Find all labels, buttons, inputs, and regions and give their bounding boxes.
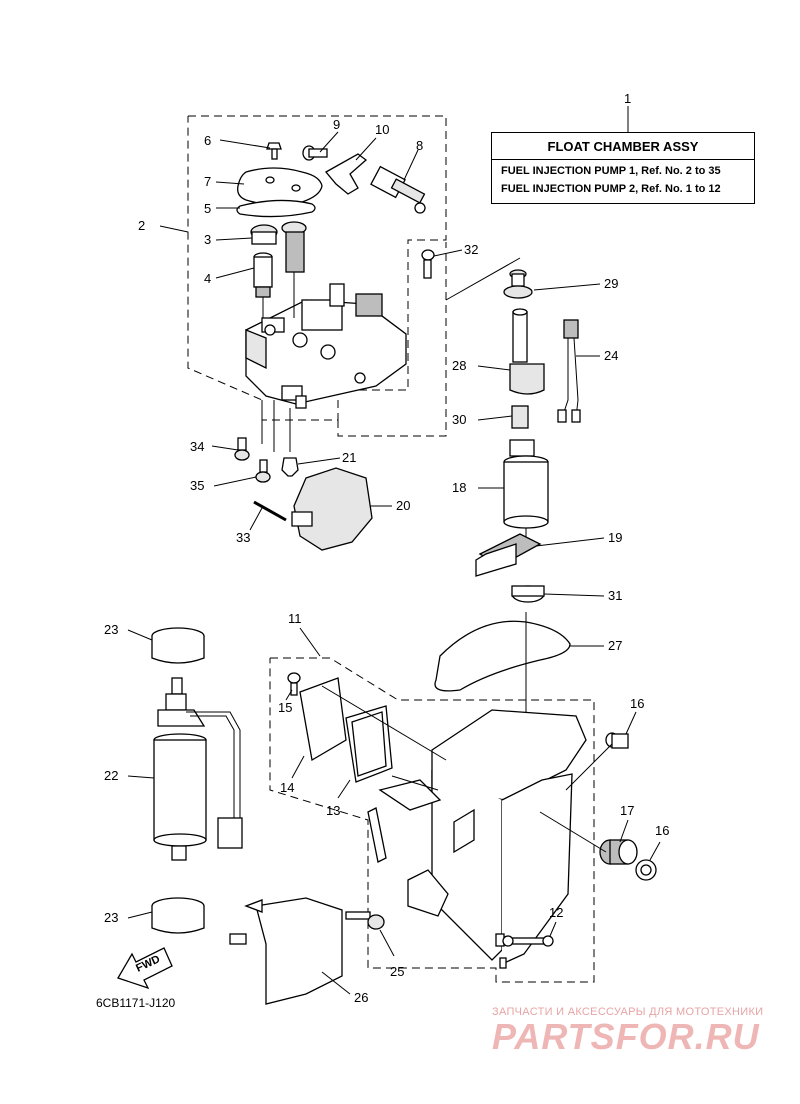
callout-29: 29 — [604, 276, 618, 291]
callout-10: 10 — [375, 122, 389, 137]
callout-27: 27 — [608, 638, 622, 653]
callout-12: 12 — [549, 905, 563, 920]
label-box-line-1: FUEL INJECTION PUMP 1, Ref. No. 2 to 35 — [501, 165, 721, 177]
subassembly-outline-11 — [269, 657, 595, 983]
label-box-divider — [492, 159, 754, 160]
part-12-screw — [502, 935, 554, 947]
part-3-filters — [250, 221, 307, 273]
part-16-grommet-lower — [635, 859, 657, 881]
callout-16-lower: 16 — [655, 823, 669, 838]
callout-34: 34 — [190, 439, 204, 454]
part-26-bracket — [229, 897, 343, 1005]
callout-23-upper: 23 — [104, 622, 118, 637]
callout-13: 13 — [326, 803, 340, 818]
callout-26: 26 — [354, 990, 368, 1005]
callout-23-lower: 23 — [104, 910, 118, 925]
callout-31: 31 — [608, 588, 622, 603]
callout-18: 18 — [452, 480, 466, 495]
callout-28: 28 — [452, 358, 466, 373]
part-9-bolt — [302, 145, 328, 161]
callout-leaders — [127, 106, 661, 995]
callout-1: 1 — [624, 91, 631, 106]
part-27-gasket — [434, 620, 571, 692]
part-19-strainer — [475, 533, 542, 577]
part-20-bracket — [291, 467, 373, 551]
part-21-nipple — [281, 457, 299, 477]
callout-8: 8 — [416, 138, 423, 153]
watermark-tagline: ЗАПЧАСТИ И АКСЕССУАРЫ ДЛЯ МОТОТЕХНИКИ — [492, 1006, 764, 1018]
part-25-bolt — [345, 911, 385, 930]
callout-9: 9 — [333, 117, 340, 132]
callout-24: 24 — [604, 348, 618, 363]
callout-5: 5 — [204, 201, 211, 216]
label-box-title: FLOAT CHAMBER ASSY — [547, 139, 699, 154]
callout-25: 25 — [390, 964, 404, 979]
part-5-gasket — [236, 199, 316, 218]
part-33-pin — [253, 500, 287, 522]
subassembly-outline-fuel-pump — [337, 242, 521, 437]
diagram-code: 6CB1171-J120 — [96, 996, 176, 1010]
callout-3: 3 — [204, 232, 211, 247]
part-23-ring-lower — [151, 897, 205, 934]
part-23-ring-upper — [151, 627, 205, 664]
callout-numbers: 1 2 3 4 5 6 7 8 9 10 11 12 13 14 15 16 1… — [104, 91, 669, 1005]
part-14-plate — [299, 677, 347, 762]
part-8-sensor — [370, 165, 426, 214]
callout-33: 33 — [236, 530, 250, 545]
callout-16-upper: 16 — [630, 696, 644, 711]
label-box-line-2: FUEL INJECTION PUMP 2, Ref. No. 1 to 12 — [501, 183, 721, 195]
float-chamber-housing — [367, 709, 587, 969]
callout-20: 20 — [396, 498, 410, 513]
part-18-fuel-pump — [503, 439, 549, 529]
part-24-harness — [557, 319, 581, 423]
part-7-cover — [237, 167, 323, 206]
callout-17: 17 — [620, 803, 634, 818]
callout-2: 2 — [138, 218, 145, 233]
part-6-screw — [266, 142, 282, 160]
float-chamber-body — [245, 283, 407, 409]
fwd-arrow-icon: FWD — [117, 947, 173, 990]
part-30-filter — [511, 405, 529, 429]
callout-15: 15 — [278, 700, 292, 715]
callout-35: 35 — [190, 478, 204, 493]
part-15-screw — [287, 672, 301, 696]
callout-7: 7 — [204, 174, 211, 189]
callout-11: 11 — [288, 611, 302, 626]
callout-32: 32 — [464, 242, 478, 257]
part-4-valve — [253, 252, 273, 298]
part-13-gasket — [345, 705, 393, 783]
part-35-screw — [255, 459, 271, 483]
part-10-bracket — [325, 153, 368, 195]
part-29-grommet — [503, 269, 533, 299]
watermark-brand: PARTSFOR.RU — [492, 1016, 760, 1057]
part-32-screw — [421, 249, 435, 279]
part-28-pump-body — [509, 308, 545, 395]
part-34-screw — [234, 437, 250, 461]
part-31-collar — [511, 585, 545, 603]
part-16-grommet-upper — [605, 732, 629, 749]
callout-19: 19 — [608, 530, 622, 545]
callout-6: 6 — [204, 133, 211, 148]
callout-30: 30 — [452, 412, 466, 427]
callout-21: 21 — [342, 450, 356, 465]
callout-22: 22 — [104, 768, 118, 783]
part-22-fuel-pump — [153, 677, 243, 861]
float-chamber-assy-label-box: FLOAT CHAMBER ASSY FUEL INJECTION PUMP 1… — [491, 132, 755, 204]
callout-4: 4 — [204, 271, 211, 286]
part-17-grommet — [599, 839, 638, 865]
callout-14: 14 — [280, 780, 294, 795]
